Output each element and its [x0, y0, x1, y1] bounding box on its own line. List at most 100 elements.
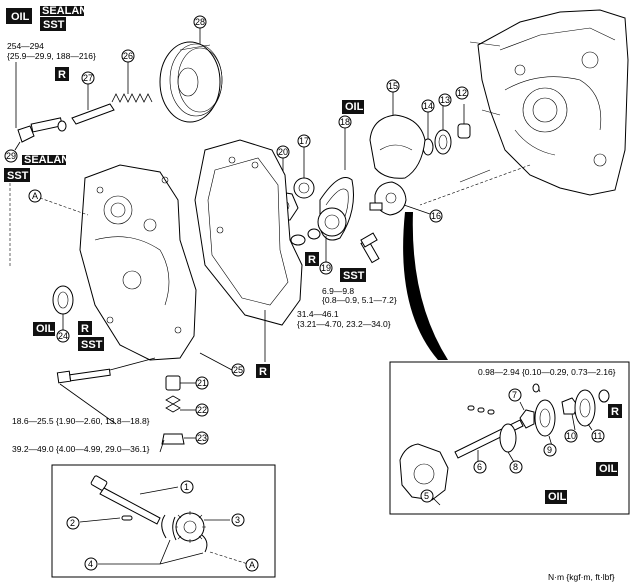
- r-label: R: [608, 404, 622, 418]
- oil-icon: OIL: [545, 490, 567, 504]
- torque-spec-19-alt: {0.8—0.9, 5.1—7.2}: [322, 295, 397, 305]
- part-number-8: 8: [509, 460, 523, 474]
- oil-icon: OIL: [342, 100, 364, 114]
- inset-cover-parts: [532, 383, 610, 431]
- part-17-sprocket: [293, 147, 315, 199]
- inset-rotor: [499, 423, 517, 463]
- part-number-4: 4: [84, 557, 98, 571]
- part-number-18: 18: [338, 115, 352, 129]
- part-13-bearing: [434, 104, 452, 155]
- svg-text:SST: SST: [43, 19, 65, 31]
- svg-text:R: R: [259, 366, 267, 378]
- part-number-9: 9: [543, 443, 557, 457]
- svg-text:SST: SST: [81, 339, 103, 351]
- part-number-6: 6: [473, 460, 487, 474]
- svg-text:OIL: OIL: [36, 323, 55, 335]
- detail-pointer: [403, 212, 448, 360]
- svg-text:OIL: OIL: [11, 11, 30, 23]
- part-number-10: 10: [564, 429, 578, 443]
- svg-text:9: 9: [547, 445, 552, 455]
- part-number-15: 15: [386, 79, 400, 93]
- front-cover-gasket: [194, 139, 303, 362]
- svg-text:A: A: [32, 191, 38, 201]
- part-19-sprocket: [317, 207, 347, 262]
- svg-text:18: 18: [340, 117, 350, 127]
- part-15-oil-pump-sprocket-cover: [369, 92, 426, 179]
- svg-text:21: 21: [197, 378, 207, 388]
- svg-text:27: 27: [83, 73, 93, 83]
- part-number-22: 22: [195, 403, 209, 417]
- part-number-26: 26: [121, 49, 135, 63]
- svg-text:8: 8: [513, 462, 518, 472]
- svg-text:SEALANT: SEALANT: [24, 154, 76, 166]
- reference-a-marker: A: [245, 558, 259, 572]
- mounting-bolt: [56, 357, 156, 384]
- svg-text:4: 4: [88, 559, 93, 569]
- svg-text:SST: SST: [7, 170, 29, 182]
- torque-spec-cover-alt: {3.21—4.70, 23.2—34.0}: [297, 319, 391, 329]
- sst-label: SST: [340, 268, 366, 282]
- svg-text:3: 3: [235, 515, 240, 525]
- sst-label: SST: [40, 17, 66, 31]
- part-14-washer: [422, 112, 434, 156]
- part-number-16: 16: [429, 209, 443, 223]
- inset-shaft: [90, 475, 179, 525]
- part-number-23: 23: [195, 431, 209, 445]
- part-number-28: 28: [193, 15, 207, 29]
- r-label: R: [55, 67, 69, 81]
- svg-text:6: 6: [477, 462, 482, 472]
- front-cover: [79, 164, 197, 361]
- part-number-14: 14: [421, 99, 435, 113]
- torque-spec-29: 254—294: [7, 41, 44, 51]
- svg-text:R: R: [81, 323, 89, 335]
- inset-snap-rings: [98, 514, 208, 565]
- svg-text:26: 26: [123, 51, 133, 61]
- svg-text:24: 24: [58, 331, 68, 341]
- part-23-plug: [161, 433, 196, 445]
- r-label: R: [78, 321, 92, 335]
- oil-icon: OIL: [6, 8, 32, 24]
- part-number-12: 12: [455, 86, 469, 100]
- inset-key-parts: [467, 401, 535, 429]
- svg-text:7: 7: [512, 390, 517, 400]
- svg-text:25: 25: [233, 365, 243, 375]
- part-24-oil-seal: [52, 285, 74, 330]
- part-26-spring: [111, 62, 153, 103]
- oil-icon: OIL: [33, 322, 55, 336]
- svg-text:16: 16: [431, 211, 441, 221]
- svg-text:13: 13: [440, 95, 450, 105]
- svg-text:10: 10: [566, 431, 576, 441]
- units-caption: N·m {kgf·m, ft·lbf}: [548, 572, 615, 582]
- torque-spec-bolt: 18.6—25.5 {1.90—2.60, 13.8—18.8}: [12, 416, 150, 426]
- svg-text:19: 19: [321, 263, 331, 273]
- svg-text:R: R: [308, 254, 316, 266]
- sealant-label: SEALANT: [22, 154, 76, 166]
- part-27-plunger: [71, 84, 115, 125]
- svg-text:2: 2: [70, 518, 75, 528]
- svg-text:28: 28: [195, 17, 205, 27]
- svg-text:23: 23: [197, 433, 207, 443]
- part-number-17: 17: [297, 134, 311, 148]
- part-number-7: 7: [508, 388, 522, 402]
- part-29-bolt: [14, 117, 63, 151]
- svg-text:SST: SST: [343, 270, 365, 282]
- part-28-pulley: [159, 28, 223, 123]
- inset-pin: [79, 515, 133, 523]
- r-label: R: [305, 252, 319, 266]
- inset-gear: [174, 511, 230, 543]
- sst-label: SST: [4, 168, 30, 182]
- r-label: R: [256, 364, 270, 378]
- inset-rotor-outer: [534, 399, 556, 447]
- svg-text:20: 20: [278, 147, 288, 157]
- balance-weight-parts: [290, 228, 321, 246]
- o-ring: [57, 120, 67, 132]
- svg-text:17: 17: [299, 136, 309, 146]
- part-number-20: 20: [276, 145, 290, 159]
- torque-spec-cover: 31.4—46.1: [297, 309, 339, 319]
- torque-spec-29-alt: {25.9—29.9, 188—216}: [7, 51, 96, 61]
- svg-text:12: 12: [457, 88, 467, 98]
- part-number-21: 21: [195, 376, 209, 390]
- engine-housing: [459, 9, 629, 196]
